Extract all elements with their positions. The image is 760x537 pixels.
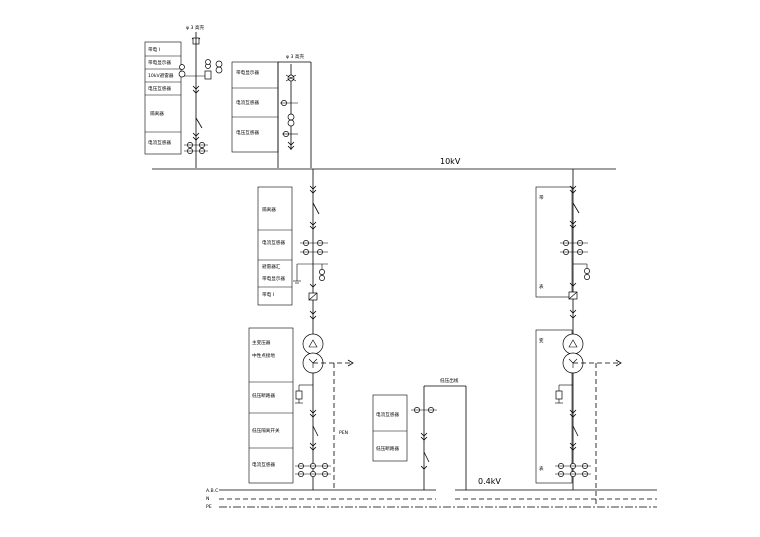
ct-group-icon: [300, 240, 328, 255]
ct-group-icon: [295, 463, 331, 477]
top-mid-panel: 带电显示器 电流互感器 电压互感器 φ 3 高壳: [231, 53, 312, 168]
arrester-icon: [215, 60, 223, 68]
tm-label-3: 电压互感器: [236, 129, 259, 136]
connector-icon: [192, 85, 200, 94]
disconnector-icon: [572, 202, 580, 214]
lvf-label-2: 低压断路器: [376, 445, 399, 452]
rb-label-1: 变: [539, 337, 544, 344]
lv-switch-icon: [572, 425, 579, 437]
resistor-icon: [555, 390, 563, 400]
lv-line-label-n: N: [206, 496, 209, 502]
rb-label-2: 表: [539, 465, 544, 472]
lv-bus-label: 0.4kV: [478, 477, 501, 486]
top-left-panel: 带电 Ⅰ 带电显示器 10kV避雷器 电压互感器 隔离器 电流互感器 φ 3 高…: [144, 24, 223, 168]
lvf-top-label: 低压出线: [440, 377, 459, 384]
lvf-label-1: 电流互感器: [376, 411, 399, 418]
lv-line-label-abc: A.B.C: [206, 488, 218, 494]
tl-label-2: 带电显示器: [148, 59, 171, 66]
ct-group-icon: [184, 142, 208, 154]
ll-label-1: 低压断路器: [252, 392, 275, 399]
fuse-icon: [204, 70, 212, 80]
right-feeder: 带 表 变 表: [535, 169, 622, 507]
ll-label-2: 低压隔离开关: [252, 427, 280, 434]
transformer-icon: [562, 333, 584, 374]
arrester-icon: [319, 269, 325, 275]
pen-label: PEN: [339, 430, 348, 436]
tm-label-2: 电流互感器: [236, 99, 259, 106]
disconnector-icon: [312, 202, 320, 215]
arrester-icon: [584, 268, 590, 274]
rt-label-2: 表: [539, 283, 544, 290]
tl-top-label: φ 3 高壳: [186, 24, 204, 31]
tl-label-4: 电压互感器: [148, 85, 171, 92]
rt-label-1: 带: [539, 195, 544, 201]
ml-label-4: 带电显示器: [262, 275, 285, 282]
lv-feeder: 低压出线 电流互感器 低压断路器: [372, 377, 467, 490]
ct-group-icon: [560, 240, 588, 255]
ml-label-2: 电流互感器: [262, 239, 285, 246]
ml-label-1: 隔离器: [262, 206, 276, 213]
left-feeder: 隔离器 电流互感器 避雷器汇 带电显示器 带电 Ⅰ 主变压器 中性点接地: [248, 169, 354, 490]
ll-label-3: 电流互感器: [252, 461, 275, 468]
lv-breaker-icon: [423, 451, 430, 463]
lv-switch-icon: [312, 425, 319, 437]
ml-label-3: 避雷器汇: [262, 263, 281, 270]
hv-bus-label: 10kV: [440, 157, 461, 166]
arrow-icon: [347, 359, 354, 367]
transformer-icon: [302, 333, 324, 374]
tl-label-6: 电流互感器: [148, 139, 171, 146]
ml-label-5: 带电 Ⅰ: [262, 291, 274, 298]
disconnector-icon: [195, 117, 203, 129]
tr-label-2: 中性点接地: [252, 352, 275, 359]
tl-label-3: 10kV避雷器: [148, 72, 174, 79]
ct-group-icon: [555, 463, 591, 477]
lv-busbars: 0.4kV A.B.C N PE: [206, 477, 657, 510]
tl-label-5: 隔离器: [150, 110, 164, 117]
tl-label-1: 带电 Ⅰ: [148, 46, 160, 53]
tm-label-1: 带电显示器: [236, 69, 259, 76]
lv-line-label-pe: PE: [206, 504, 212, 510]
tm-top-label: φ 3 高壳: [286, 53, 304, 60]
voltage-display-icon: [178, 70, 186, 78]
tr-label-1: 主变压器: [252, 339, 271, 346]
resistor-icon: [295, 390, 303, 400]
pt-icon: [287, 113, 295, 121]
arrow-icon: [615, 359, 622, 367]
